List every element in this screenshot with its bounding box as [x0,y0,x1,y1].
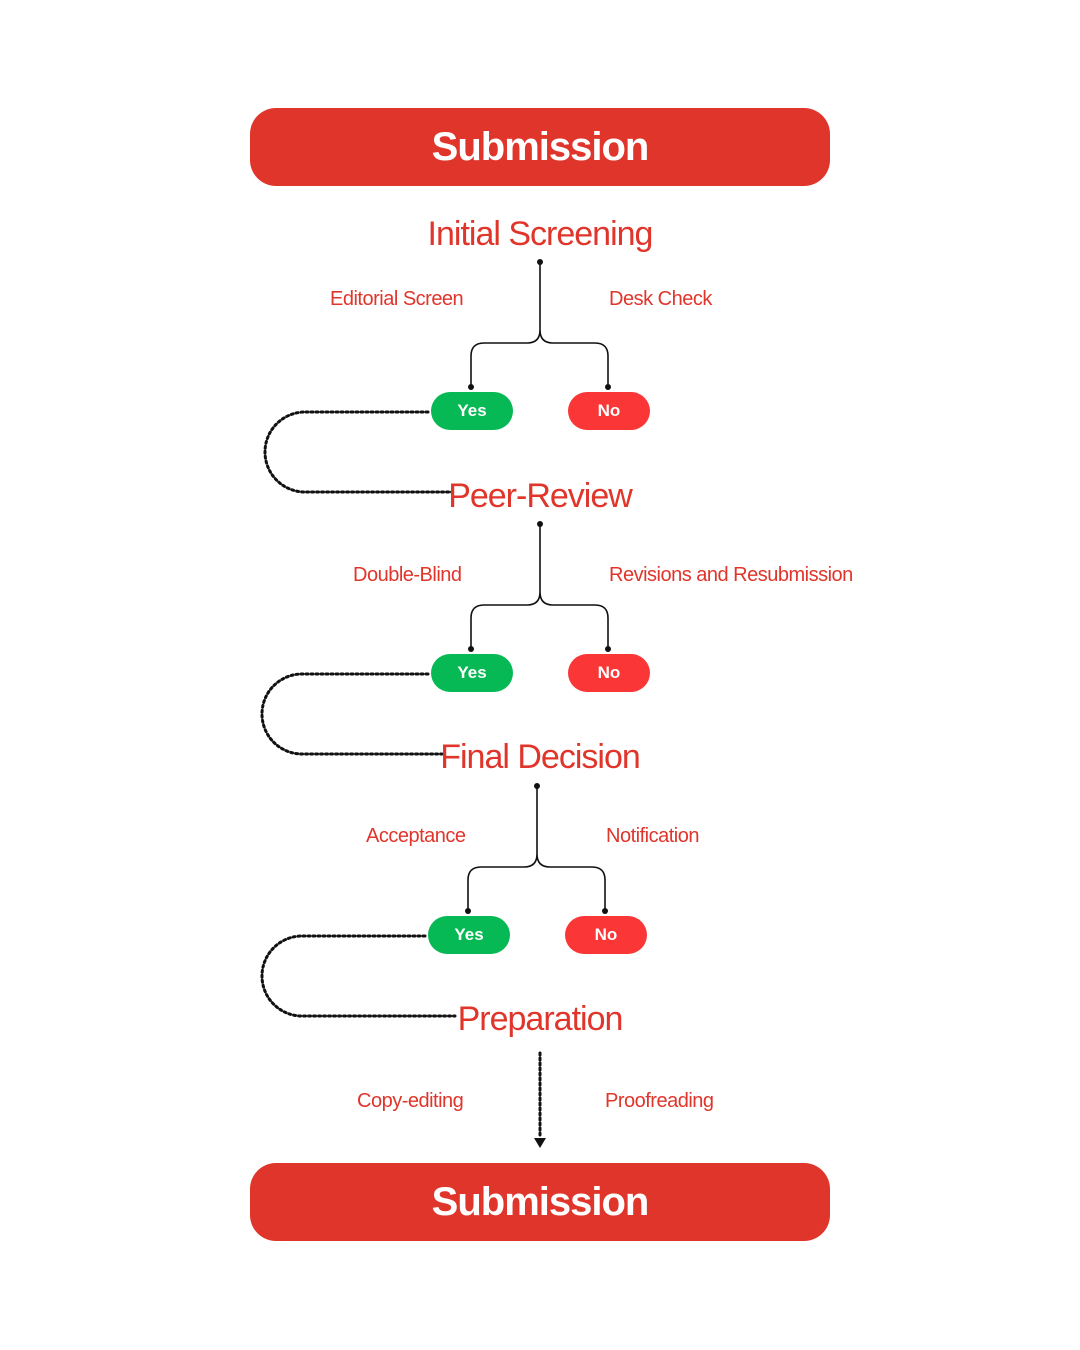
branch-label-revisions-resubmission: Revisions and Resubmission [609,564,853,586]
yes-pill-label: Yes [457,401,487,420]
yes-pill-label: Yes [454,925,484,944]
no-pill-stage-2: No [568,654,650,692]
yes-pill-stage-3: Yes [428,916,510,954]
stage-title-preparation: Preparation [457,1000,624,1038]
yes-pill-label: Yes [457,663,487,682]
branch-label-copy-editing: Copy-editing [357,1090,464,1112]
no-pill-label: No [594,925,618,944]
fork-connector-stage-1 [470,262,609,386]
branch-label-acceptance: Acceptance [366,825,466,847]
branch-label-notification: Notification [606,825,699,847]
branch-label-double-blind: Double-Blind [353,564,462,586]
no-pill-label: No [597,663,621,682]
yes-pill-stage-2: Yes [431,654,513,692]
no-pill-stage-3: No [565,916,647,954]
branch-label-proofreading: Proofreading [605,1090,714,1112]
fork-connector-stage-3 [467,786,606,910]
dotted-loop-yes-1 [263,410,454,494]
submission-banner-top: Submission [250,108,830,186]
submission-banner-top-label: Submission [431,124,650,169]
branch-label-editorial-screen: Editorial Screen [330,288,464,310]
stage-title-initial-screening: Initial Screening [427,215,654,253]
submission-banner-bottom-label: Submission [431,1179,650,1224]
dotted-loop-yes-2 [260,672,444,756]
no-pill-label: No [597,401,621,420]
stage-title-peer-review: Peer-Review [448,477,633,515]
no-pill-stage-1: No [568,392,650,430]
submission-banner-bottom: Submission [250,1163,830,1241]
fork-connector-stage-2 [470,524,609,648]
dotted-loop-yes-3 [260,934,457,1018]
yes-pill-stage-1: Yes [431,392,513,430]
branch-label-desk-check: Desk Check [609,288,712,310]
stage-title-final-decision: Final Decision [440,738,641,776]
